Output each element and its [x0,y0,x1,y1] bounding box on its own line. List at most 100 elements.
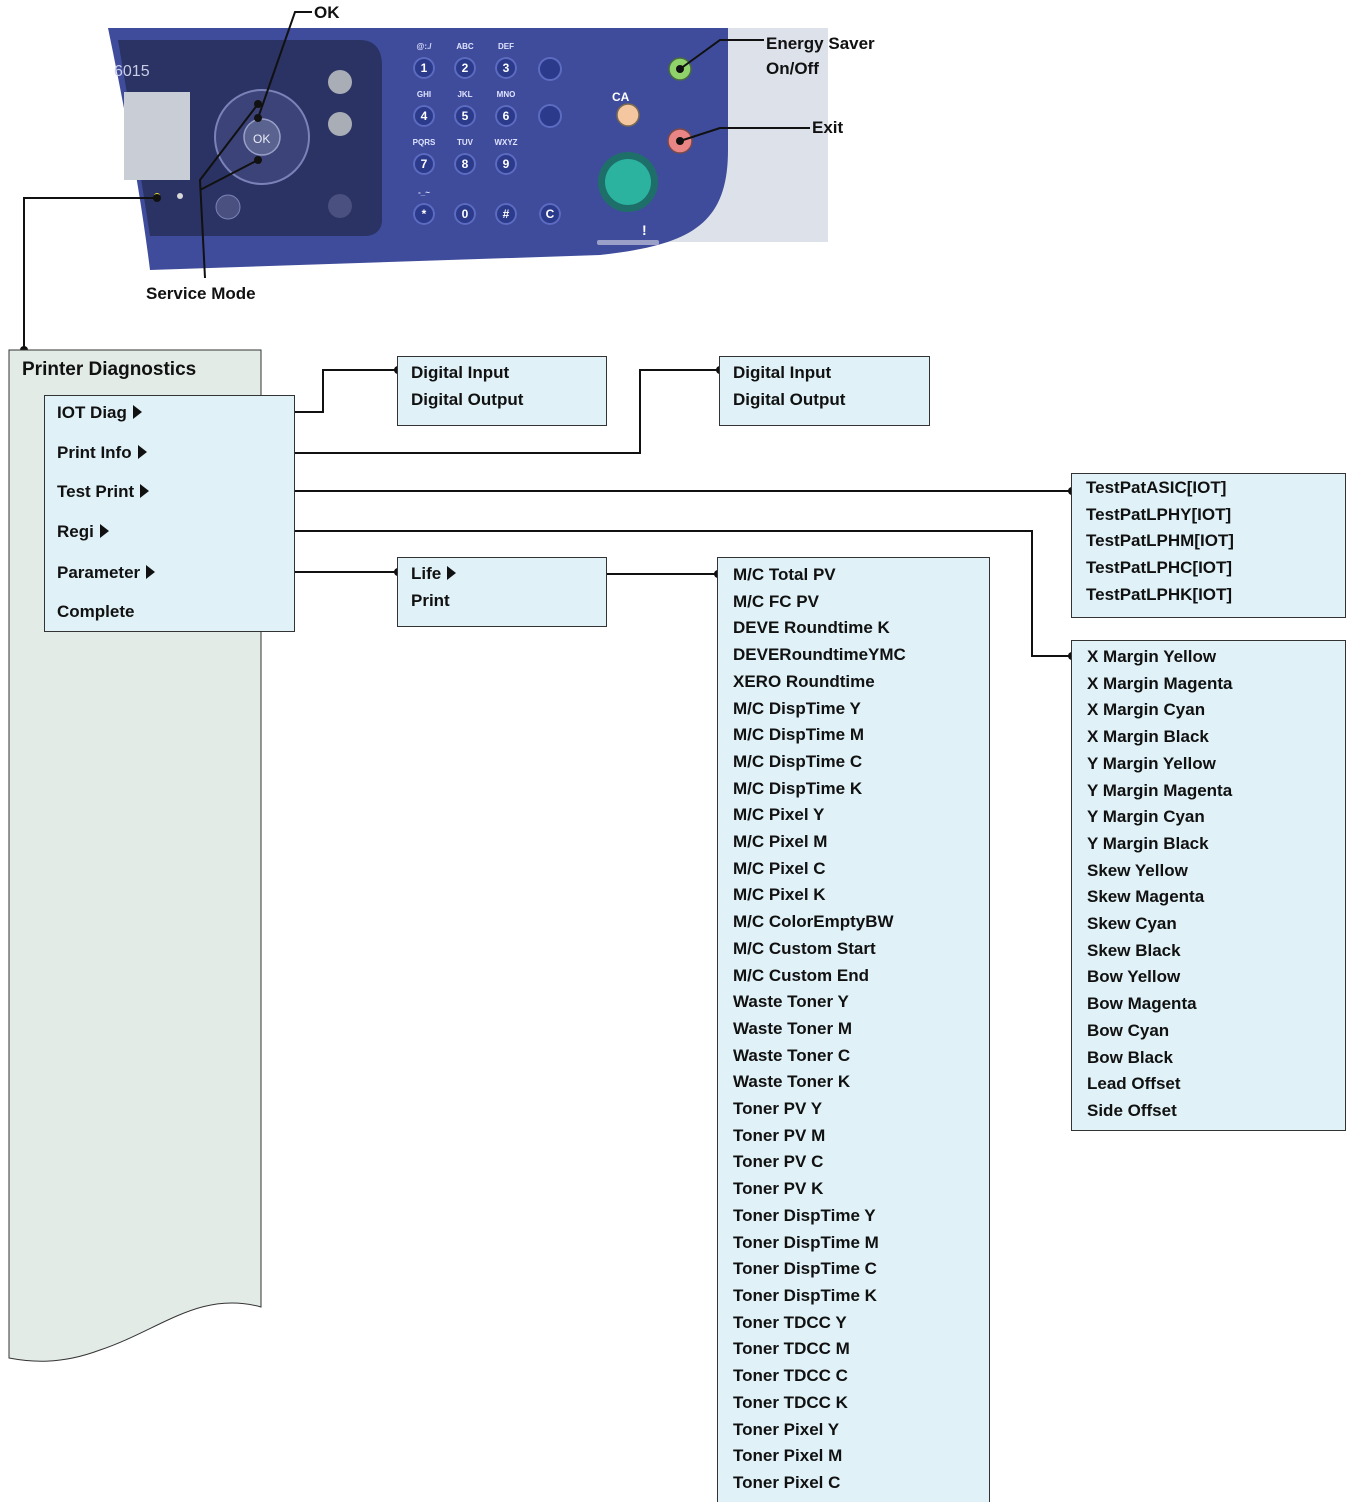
submenu-item[interactable]: X Margin Magenta [1087,673,1233,693]
submenu-item[interactable]: M/C FC PV [733,591,819,611]
submenu-item[interactable]: Toner PV K [733,1179,824,1199]
submenu-item[interactable]: Waste Toner C [733,1045,851,1065]
submenu-item[interactable]: TestPatLPHM[IOT] [1086,531,1234,551]
submenu-item[interactable]: TestPatASIC[IOT] [1086,478,1227,497]
menu-item-regi[interactable]: Regi [57,521,109,543]
ok-key-label[interactable]: OK [253,132,271,146]
print-info-submenu: Digital Input Digital Output [719,356,930,426]
keypad-key[interactable]: 2 [454,57,476,79]
energy-saver-callout-line1: Energy Saver [766,34,875,53]
submenu-item[interactable]: Toner Pixel M [733,1446,843,1466]
submenu-item[interactable]: Toner TDCC C [733,1366,848,1386]
submenu-item[interactable]: TestPatLPHK[IOT] [1086,584,1233,604]
submenu-item[interactable]: X Margin Cyan [1087,700,1206,720]
keypad-key[interactable]: 9 [495,153,517,175]
submenu-item[interactable]: M/C ColorEmptyBW [733,912,894,932]
keypad-caption: DEF [498,42,514,51]
submenu-item[interactable]: Waste Toner M [733,1018,853,1038]
submenu-item[interactable]: Toner PV M [733,1125,826,1145]
keypad-key[interactable]: 1 [413,57,435,79]
submenu-item[interactable]: M/C DispTime C [733,751,863,771]
submenu-item[interactable]: Digital Input [733,363,832,382]
keypad-key[interactable]: # [495,203,517,225]
submenu-item[interactable]: Toner Pixel C [733,1472,841,1492]
submenu-item[interactable]: Print [411,590,450,610]
keypad-key[interactable]: * [413,203,435,225]
submenu-item[interactable]: Digital Output [411,389,524,409]
status-glyph: ! [642,222,647,238]
submenu-item[interactable]: DEVERoundtimeYMC [733,645,906,665]
submenu-arrow-icon [447,566,457,580]
keypad-key[interactable]: 5 [454,105,476,127]
menu-item-iot-diag[interactable]: IOT Diag [57,402,142,424]
life-items-list: M/C Total PV M/C FC PV DEVE Roundtime K DEV… [733,562,989,1497]
submenu-item[interactable]: Toner Pixel Y [733,1419,840,1439]
submenu-item[interactable]: DEVE Roundtime K [733,618,890,638]
life-submenu: M/C Total PV M/C FC PV DEVE Roundtime K DEV… [717,557,990,1502]
submenu-item[interactable]: M/C DispTime M [733,725,864,745]
submenu-item[interactable]: TestPatLPHY[IOT] [1086,504,1232,524]
submenu-item[interactable]: Side Offset [1087,1100,1177,1120]
submenu-item[interactable]: Toner TDCC Y [733,1312,847,1332]
keypad-key[interactable]: 3 [495,57,517,79]
submenu-item[interactable]: Waste Toner Y [733,992,849,1012]
submenu-item[interactable]: M/C Custom End [733,965,869,985]
submenu-item[interactable]: M/C Pixel Y [733,805,825,825]
submenu-item[interactable]: Toner DispTime K [733,1285,877,1305]
submenu-item[interactable]: Toner TDCC M [733,1339,850,1359]
submenu-item[interactable]: M/C Pixel K [733,885,826,905]
submenu-item[interactable]: Skew Yellow [1087,860,1188,880]
submenu-item[interactable]: Skew Black [1087,940,1181,960]
submenu-item[interactable]: Y Margin Black [1087,833,1209,853]
submenu-item[interactable]: M/C DispTime Y [733,698,861,718]
submenu-item[interactable]: X Margin Black [1087,727,1209,747]
keypad-caption: TUV [457,138,473,147]
submenu-item[interactable]: X Margin Yellow [1087,647,1217,666]
menu-item-print-info[interactable]: Print Info [57,442,147,464]
submenu-item[interactable]: Skew Magenta [1087,887,1205,907]
submenu-item[interactable]: Digital Input [411,363,510,382]
keypad-caption: WXYZ [494,138,518,147]
submenu-item[interactable]: Y Margin Cyan [1087,807,1205,827]
submenu-item[interactable]: Digital Output [733,389,846,409]
regi-submenu: X Margin Yellow X Margin Magenta X Margi… [1071,640,1346,1131]
submenu-item[interactable]: Toner PV Y [733,1099,823,1119]
submenu-arrow-icon [99,524,109,538]
submenu-item[interactable]: Bow Cyan [1087,1020,1170,1040]
submenu-item[interactable]: Toner DispTime M [733,1232,879,1252]
keypad-key[interactable]: 4 [413,105,435,127]
keypad-key[interactable]: 7 [413,153,435,175]
submenu-item[interactable]: Toner DispTime C [733,1259,877,1279]
menu-item-complete[interactable]: Complete [57,601,134,623]
keypad-key[interactable]: 6 [495,105,517,127]
submenu-item[interactable]: Bow Magenta [1087,994,1197,1014]
submenu-item[interactable]: M/C Pixel M [733,832,828,852]
submenu-item[interactable]: Toner TDCC K [733,1392,848,1412]
keypad-key[interactable]: 8 [454,153,476,175]
menu-item-test-print[interactable]: Test Print [57,481,150,503]
submenu-arrow-icon [140,484,150,498]
menu-item-parameter[interactable]: Parameter [57,562,156,584]
submenu-item[interactable]: Toner PV C [733,1152,824,1172]
submenu-item[interactable]: Skew Cyan [1087,914,1177,934]
submenu-item[interactable]: M/C Total PV [733,565,836,584]
clear-key[interactable]: C [539,203,561,225]
keypad-caption: GHI [416,90,432,99]
panel-model-number: 6015 [114,63,150,80]
submenu-item[interactable]: M/C DispTime K [733,778,863,798]
submenu-item[interactable]: Y Margin Yellow [1087,753,1216,773]
submenu-item[interactable]: Bow Yellow [1087,967,1181,987]
exit-callout-label: Exit [812,118,844,137]
menu-item-label: Test Print [57,482,135,501]
keypad-key[interactable]: 0 [454,203,476,225]
submenu-item[interactable]: Toner DispTime Y [733,1205,876,1225]
submenu-item[interactable]: XERO Roundtime [733,671,875,691]
submenu-item[interactable]: Waste Toner K [733,1072,851,1092]
submenu-item-life[interactable]: Life [411,561,606,588]
submenu-item[interactable]: Lead Offset [1087,1074,1181,1094]
submenu-item[interactable]: M/C Custom Start [733,938,876,958]
submenu-item[interactable]: TestPatLPHC[IOT] [1086,558,1233,578]
submenu-item[interactable]: M/C Pixel C [733,858,826,878]
submenu-item[interactable]: Y Margin Magenta [1087,780,1233,800]
submenu-item[interactable]: Bow Black [1087,1047,1173,1067]
